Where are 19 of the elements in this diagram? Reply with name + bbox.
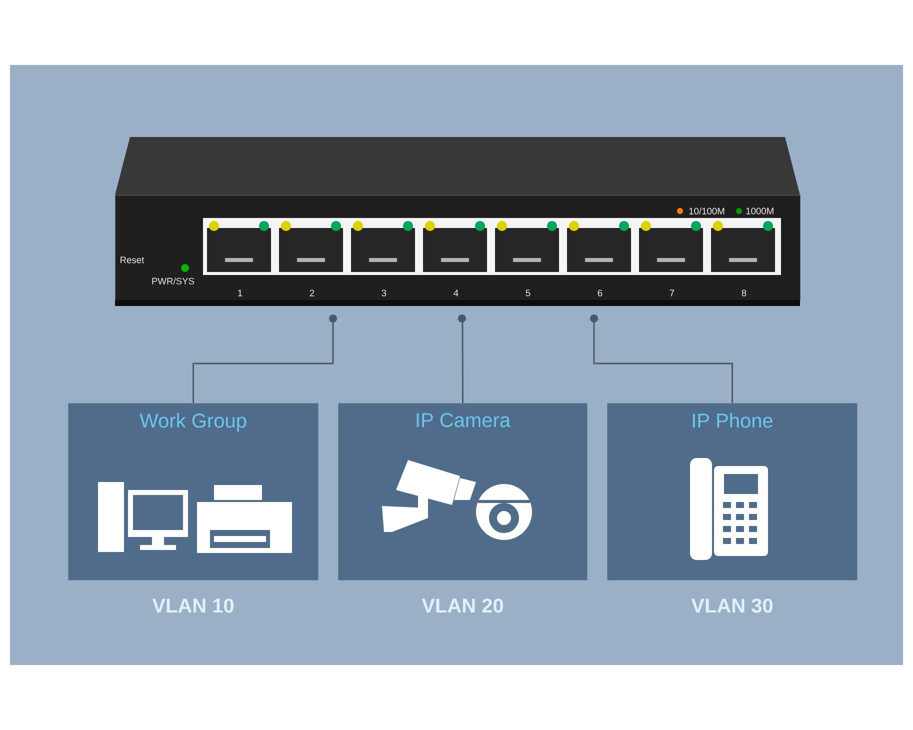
led-label: PWR/SYS (152, 278, 194, 284)
port-number: 2 (310, 290, 314, 296)
port-number: 7 (670, 290, 674, 296)
port-number: 5 (526, 290, 530, 296)
port-number: 6 (598, 290, 602, 296)
port-number: 4 (454, 290, 458, 296)
led-label: 1000M (746, 208, 774, 214)
connector-line (590, 314, 733, 403)
connector-line (192, 314, 337, 403)
button-label: Reset (120, 256, 144, 264)
vlan-label: VLAN 20 (422, 598, 504, 613)
led-label: 10/100M (689, 208, 724, 214)
switch-drawing (115, 137, 800, 306)
connector-line (458, 314, 466, 403)
vlan-label: VLAN 10 (152, 598, 234, 613)
vlan-label: VLAN 30 (691, 598, 773, 613)
port-number: 3 (382, 290, 386, 296)
port-number: 1 (238, 290, 242, 296)
port-number: 8 (742, 290, 746, 296)
